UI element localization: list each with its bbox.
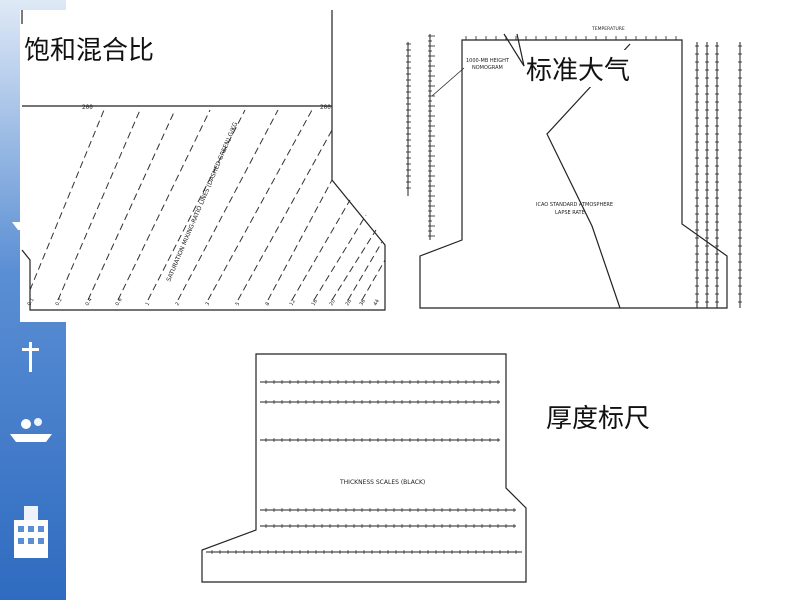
mixing-ratio-value: 16 [311, 298, 319, 307]
mixing-ratio-value: 12 [289, 298, 297, 307]
pressure-label-right: 200 [320, 104, 331, 111]
mixing-ratio-value: 3 [205, 301, 212, 307]
mixing-ratio-value: 44 [373, 298, 381, 307]
mixing-ratio-label: 饱和混合比 [24, 36, 155, 66]
thickness-scale-panel: THICKNESS SCALES (BLACK) 厚度标尺 [200, 340, 650, 590]
observatory-building-icon [14, 506, 48, 558]
mixing-ratio-value: 1 [145, 301, 152, 307]
thickness-scales-title: THICKNESS SCALES (BLACK) [339, 479, 425, 486]
mixing-ratio-value: 5 [235, 301, 242, 307]
thickness-scale-row [260, 508, 516, 512]
temperature-header: TEMPERATURE [591, 26, 625, 32]
mixing-ratio-value: 0.4 [85, 297, 94, 307]
mixing-ratio-value: 2 [175, 301, 182, 307]
thickness-scale-row [260, 438, 500, 442]
icao-line1: ICAO STANDARD ATMOSPHERE [536, 202, 613, 208]
height-nomogram-line1: 1000-MB HEIGHT [466, 58, 510, 64]
height-nomogram-line2: NOMOGRAM [472, 65, 503, 71]
mixing-ratio-value: 8 [265, 301, 272, 307]
mixing-ratio-value: 0.6 [115, 297, 124, 307]
mixing-ratio-diagram: 200 200 SATURATION MIXING-RATIO LINES (D… [21, 10, 386, 311]
mixing-ratio-value: 0.1 [27, 297, 36, 307]
icao-line2: LAPSE RATE [555, 210, 585, 216]
thickness-scale-label: 厚度标尺 [546, 404, 651, 434]
mixing-ratio-value: 36 [359, 298, 367, 307]
standard-atmosphere-diagram: 1000-MB HEIGHT NOMOGRAM TEMPERATURE ICAO… [406, 26, 742, 309]
thickness-scale-row [260, 400, 500, 404]
standard-atmosphere-label: 标准大气 [526, 50, 631, 87]
mixing-ratio-value: 0.2 [55, 297, 64, 307]
mixing-ratio-lines-label: SATURATION MIXING-RATIO LINES (DASHED GR… [165, 121, 239, 283]
thickness-scale-diagram: THICKNESS SCALES (BLACK) [201, 353, 527, 583]
standard-atmosphere-panel: 1000-MB HEIGHT NOMOGRAM TEMPERATURE ICAO… [392, 26, 757, 316]
radar-mast-icon [22, 342, 39, 372]
pressure-label-left: 200 [82, 104, 93, 111]
mixing-ratio-value: 28 [345, 298, 353, 307]
thickness-scale-row [206, 550, 522, 554]
thickness-scale-row [260, 524, 516, 528]
weather-ship-icon [10, 418, 52, 442]
thickness-scale-row [260, 380, 500, 384]
mixing-ratio-value: 20 [329, 298, 337, 307]
mixing-ratio-panel: 200 200 SATURATION MIXING-RATIO LINES (D… [20, 10, 392, 322]
